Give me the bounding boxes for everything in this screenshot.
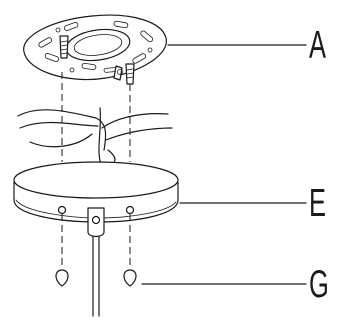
- callout-label-g: G: [309, 261, 329, 305]
- canopy: [13, 161, 179, 223]
- mounting-screws: [59, 35, 135, 85]
- cord: [87, 207, 105, 317]
- callout-label-a: A: [309, 22, 326, 66]
- mounting-plate: [23, 14, 167, 81]
- leader-lines: [141, 44, 307, 285]
- alignment-lines: [61, 72, 131, 162]
- canopy-screws: [55, 214, 137, 287]
- callout-label-e: E: [309, 180, 326, 224]
- wires: [17, 107, 173, 167]
